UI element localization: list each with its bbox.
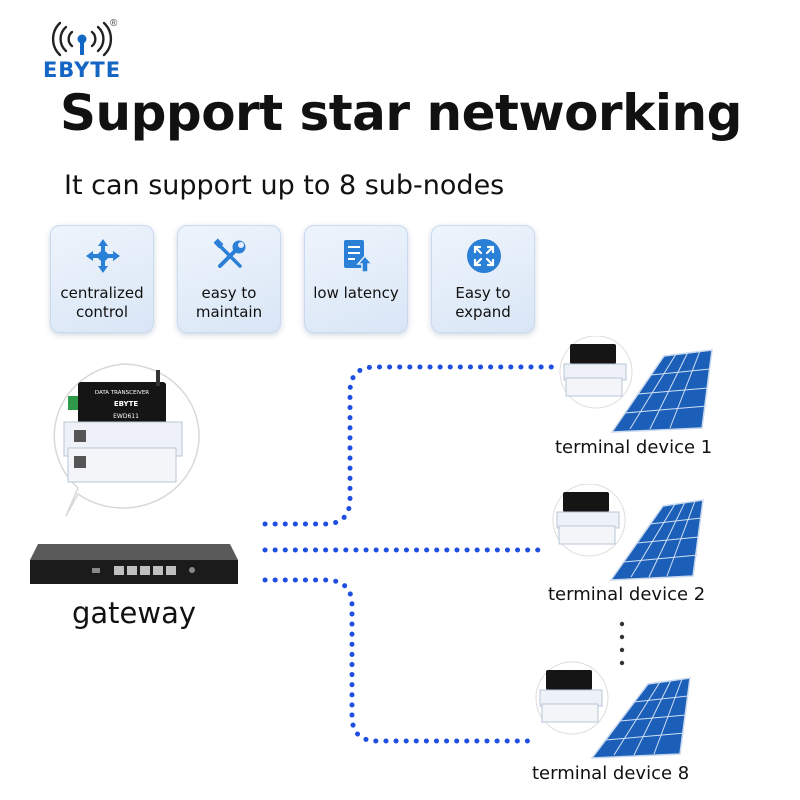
solar-panel — [610, 349, 713, 433]
solar-panel — [590, 677, 691, 759]
feature-card-low-latency: low latency — [304, 225, 408, 333]
terminal-device-1-image — [559, 336, 713, 433]
gateway-module-bubble: DATA TRANSCEIVER EBYTE EWD611 — [53, 363, 200, 517]
feature-card-easy-expand: Easy to expand — [431, 225, 535, 333]
feature-label: Easy to expand — [455, 284, 511, 321]
feature-label: centralized control — [60, 284, 144, 321]
terminal-device-2-image — [552, 484, 704, 581]
feature-card-centralized-control: centralized control — [50, 225, 154, 333]
feature-card-easy-maintain: easy to maintain — [177, 225, 281, 333]
page-subtitle: It can support up to 8 sub-nodes — [64, 170, 505, 201]
feature-label: easy to maintain — [195, 284, 263, 321]
solar-panel — [609, 499, 704, 581]
svg-text:EWD611: EWD611 — [113, 413, 139, 420]
gateway-label: gateway — [72, 596, 197, 630]
link-terminal-8 — [262, 577, 538, 744]
wireless-signal-icon — [51, 21, 113, 57]
registered-mark: ® — [110, 18, 118, 29]
ebyte-logo: ® EBYTE — [26, 18, 138, 84]
centralized-control-icon — [86, 239, 120, 273]
terminal-device-label: terminal device 8 — [532, 763, 690, 784]
low-latency-icon — [344, 240, 374, 273]
svg-text:DATA TRANSCEIVER: DATA TRANSCEIVER — [95, 390, 149, 396]
gateway-router — [30, 544, 238, 584]
svg-text:EBYTE: EBYTE — [114, 400, 139, 408]
expand-icon — [467, 239, 501, 273]
wrench-screwdriver-icon — [213, 238, 246, 268]
terminal-device-8-image — [535, 661, 691, 759]
page-title: Support star networking — [60, 84, 742, 142]
feature-label: low latency — [313, 284, 399, 302]
more-devices-ellipsis — [619, 621, 625, 666]
terminal-device-label: terminal device 1 — [555, 437, 713, 458]
link-terminal-1 — [262, 364, 555, 527]
brand-name: EBYTE — [42, 58, 122, 82]
terminal-device-label: terminal device 2 — [548, 584, 706, 605]
